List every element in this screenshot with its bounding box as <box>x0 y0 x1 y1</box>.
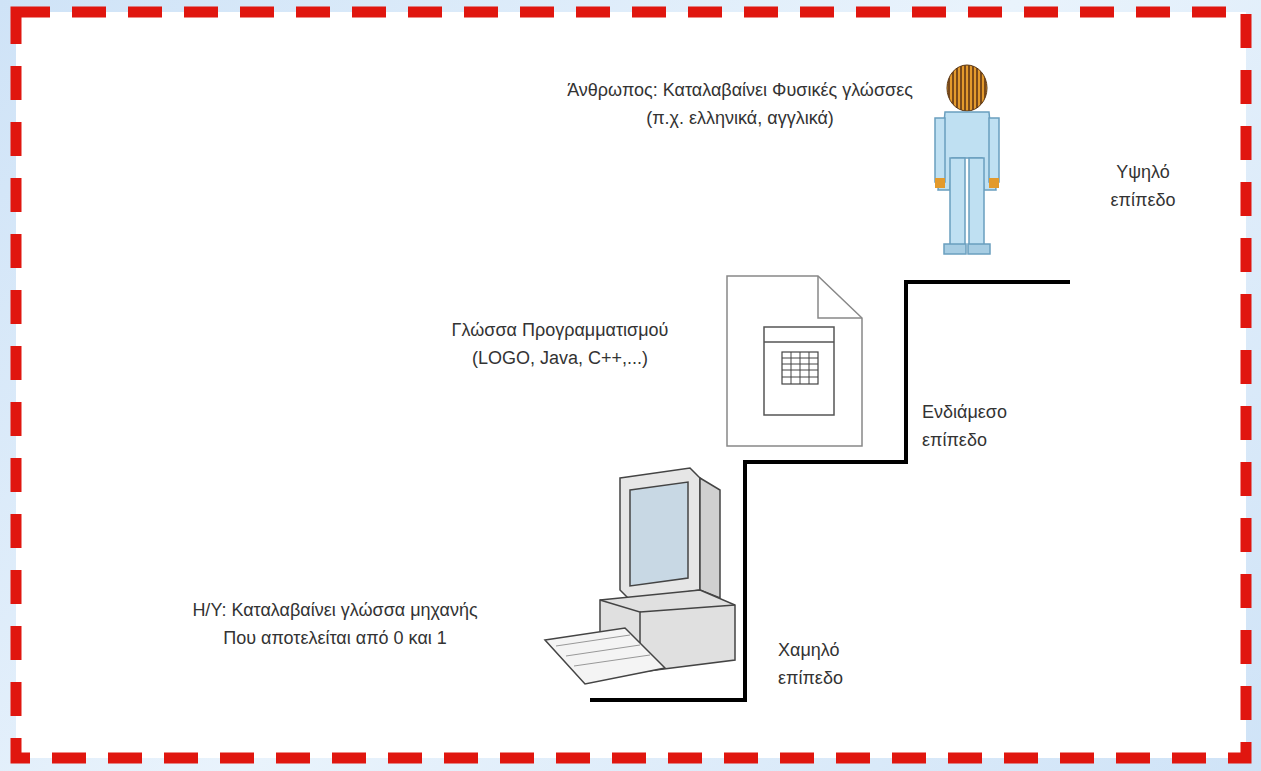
level-label: Η/Υ: Καταλαβαίνει γλώσσα μηχανής Που απο… <box>175 596 495 652</box>
computer-icon <box>545 468 735 684</box>
dashed-frame <box>16 12 1246 758</box>
level-label: Χαμηλό επίπεδο <box>778 636 868 692</box>
person-icon <box>935 65 999 254</box>
level-label: Άνθρωπος: Καταλαβαίνει Φυσικές γλώσσες (… <box>560 76 920 132</box>
staircase-line <box>590 282 1070 700</box>
level-label: Υψηλό επίπεδο <box>1098 158 1188 214</box>
level-label: Γλώσσα Προγραμματισμού (LOGO, Java, C++,… <box>425 316 695 372</box>
level-label: Ενδιάμεσο επίπεδο <box>922 398 1032 454</box>
document-icon <box>727 276 862 446</box>
panel <box>16 12 1246 758</box>
